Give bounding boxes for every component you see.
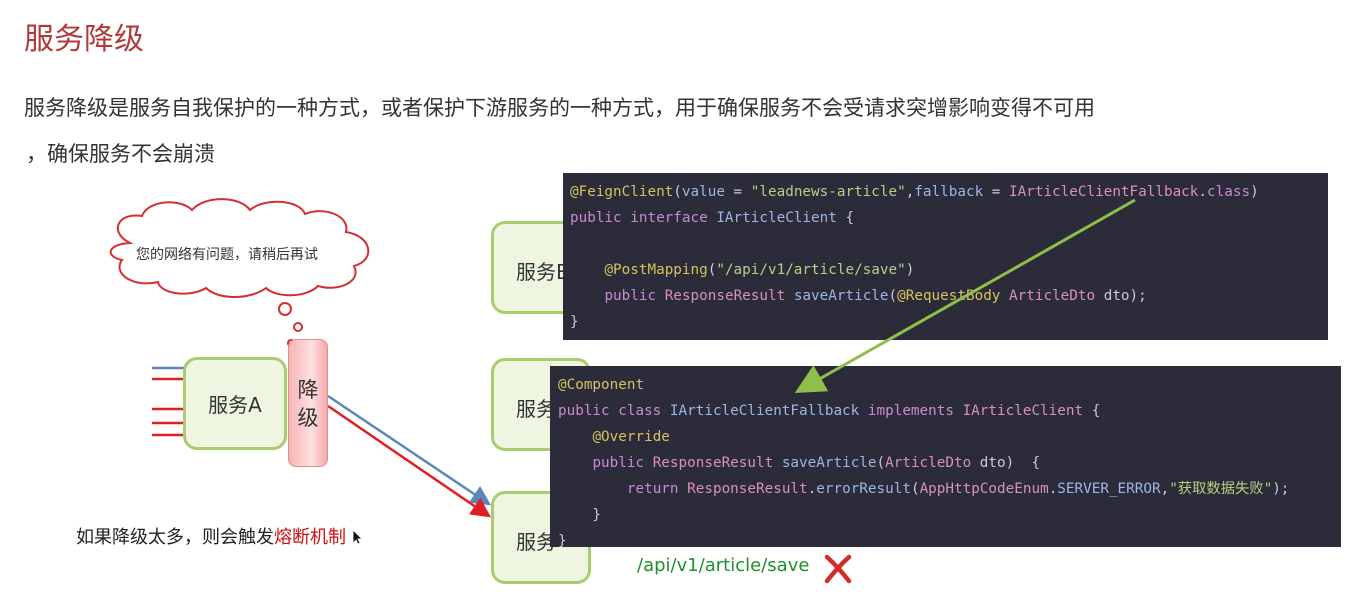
- api-path-label: /api/v1/article/save: [637, 555, 810, 576]
- service-c-label: 服务: [516, 397, 556, 421]
- code-line: public class IArticleClientFallback impl…: [558, 403, 1101, 419]
- code-line: public ResponseResult saveArticle(@Reque…: [604, 288, 1147, 304]
- code-line: }: [558, 507, 602, 523]
- code-line: return ResponseResult.errorResult(AppHtt…: [626, 481, 1290, 497]
- code-line: public interface IArticleClient {: [570, 210, 855, 226]
- degrade-box: 降 级: [288, 339, 328, 467]
- code-line: @PostMapping("/api/v1/article/save"): [604, 262, 915, 278]
- degrade-label-1: 降: [297, 378, 319, 402]
- code-line: }: [570, 314, 579, 330]
- slide-title: 服务降级: [24, 22, 144, 57]
- note-prefix: 如果降级太多，则会触发: [76, 527, 274, 548]
- code-line: public ResponseResult saveArticle(Articl…: [592, 455, 1041, 471]
- code-line: [570, 231, 1328, 257]
- code-block-fallback: @Component public class IArticleClientFa…: [550, 366, 1341, 549]
- circuit-breaker-note: 如果降级太多，则会触发熔断机制: [76, 523, 363, 549]
- note-highlight: 熔断机制: [274, 527, 346, 548]
- description-line-2: ，确保服务不会崩溃: [26, 142, 215, 166]
- description-line-1: 服务降级是服务自我保护的一种方式，或者保护下游服务的一种方式，用于确保服务不会受…: [24, 96, 1095, 120]
- outgoing-arrows: [327, 394, 492, 518]
- service-a-label: 服务A: [208, 393, 262, 417]
- bubble-text: 您的网络有问题，请稍后再试: [136, 247, 318, 263]
- cloud-bubble-shape: [109, 198, 370, 347]
- code-line: @Component: [558, 377, 645, 393]
- service-a-box: 服务A: [183, 357, 287, 450]
- code-line: }: [558, 533, 567, 549]
- degrade-label-2: 级: [297, 406, 319, 430]
- code-line: @FeignClient(value = "leadnews-article",…: [570, 184, 1259, 200]
- close-x-icon: [824, 554, 852, 584]
- service-b-label: 服务B: [516, 260, 570, 284]
- service-d-label: 服务: [516, 530, 556, 554]
- code-line: @Override: [592, 429, 670, 445]
- code-block-feign-client: @FeignClient(value = "leadnews-article",…: [563, 173, 1328, 340]
- mouse-cursor-icon: [352, 529, 363, 545]
